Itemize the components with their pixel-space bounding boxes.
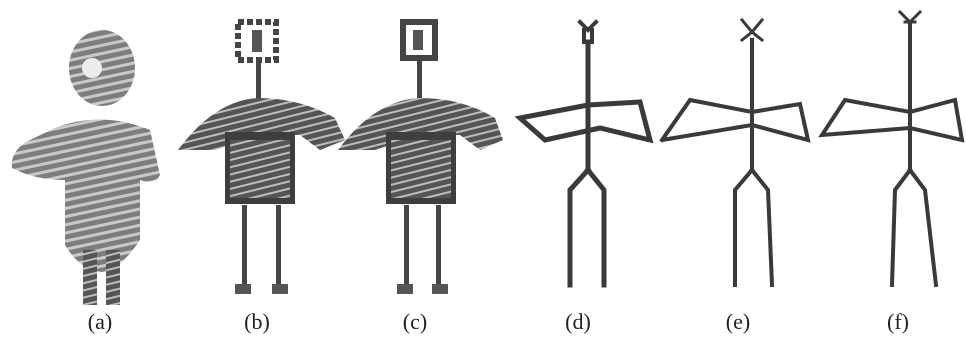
panel-b-label: (b) [244, 309, 270, 334]
panel-a-voxel-figure [11, 30, 161, 305]
panel-d-label: (d) [565, 309, 591, 334]
panel-d-skeleton [514, 19, 654, 288]
panel-c-thinning-stage-2 [338, 19, 503, 294]
panel-f-label: (f) [887, 309, 909, 334]
panel-b-thinning-stage-1 [178, 19, 345, 294]
panel-e-label: (e) [726, 309, 750, 334]
panel-c-label: (c) [403, 309, 427, 334]
panel-f-skeleton-final [818, 9, 965, 288]
panel-a-label: (a) [88, 309, 112, 334]
panel-e-skeleton-refined [657, 17, 811, 288]
